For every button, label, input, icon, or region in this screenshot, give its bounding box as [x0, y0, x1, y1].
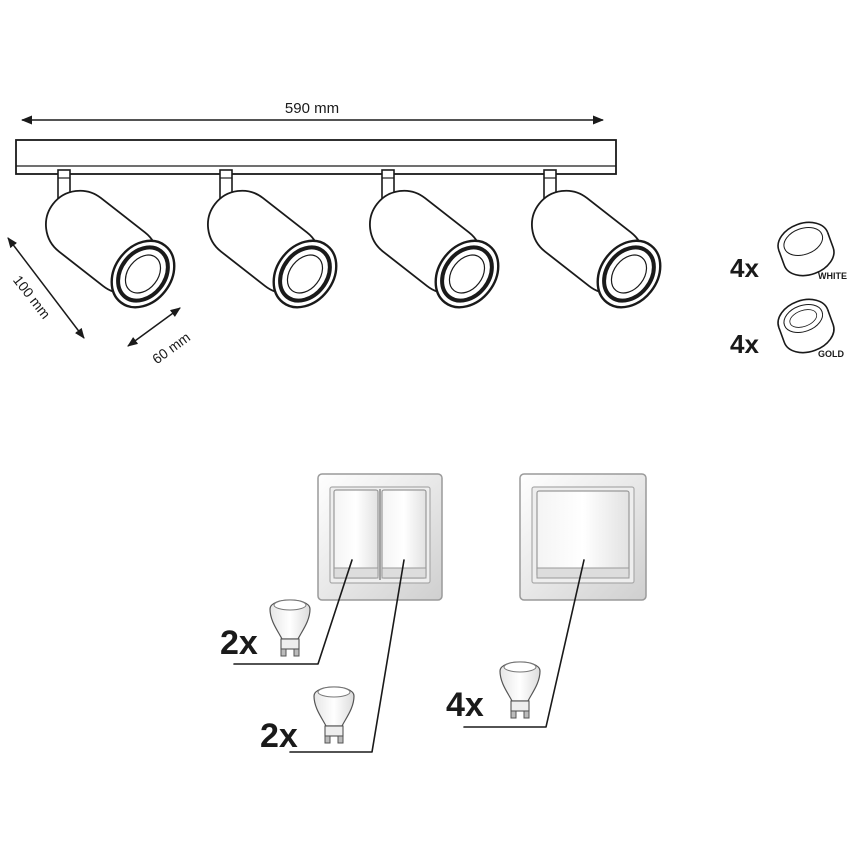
wiring-lines	[233, 559, 585, 753]
ring-accessory-white: 4x WHITE	[730, 221, 847, 283]
diameter-dimension: 60 mm	[127, 307, 193, 367]
diameter-label: 60 mm	[149, 329, 193, 367]
gu10-bulb-icon	[499, 661, 541, 719]
width-dimension: 590 mm	[20, 100, 605, 125]
bulb-group-2: 2x	[260, 686, 355, 755]
height-arrow	[7, 237, 85, 339]
bulb-quantity: 4x	[446, 686, 484, 724]
spotlight-4	[514, 168, 676, 322]
ring-quantity: 4x	[730, 329, 759, 359]
ring-color-label: WHITE	[818, 271, 847, 281]
double-rocker-switch-icon	[317, 473, 443, 601]
spotlight-3	[352, 168, 514, 322]
ring-color-label: GOLD	[818, 349, 844, 359]
ring-quantity: 4x	[730, 253, 759, 283]
bulb-group-3: 4x	[446, 661, 541, 724]
width-label: 590 mm	[285, 100, 339, 117]
spotlight-row	[28, 168, 676, 322]
single-rocker-switch-icon	[519, 473, 647, 601]
bulb-quantity: 2x	[260, 717, 298, 755]
ring-white-icon	[777, 221, 835, 277]
bulb-quantity: 2x	[220, 624, 258, 662]
height-label: 100 mm	[10, 272, 54, 322]
mounting-bar	[15, 139, 617, 175]
diameter-arrow	[127, 307, 181, 347]
bulb-group-1: 2x	[220, 599, 311, 662]
spotlight-2	[190, 168, 352, 322]
ring-accessory-gold: 4x GOLD	[730, 298, 844, 359]
gu10-bulb-icon	[269, 599, 311, 657]
gu10-bulb-icon	[313, 686, 355, 744]
spotlight-1	[28, 168, 190, 322]
ring-gold-icon	[777, 298, 835, 354]
